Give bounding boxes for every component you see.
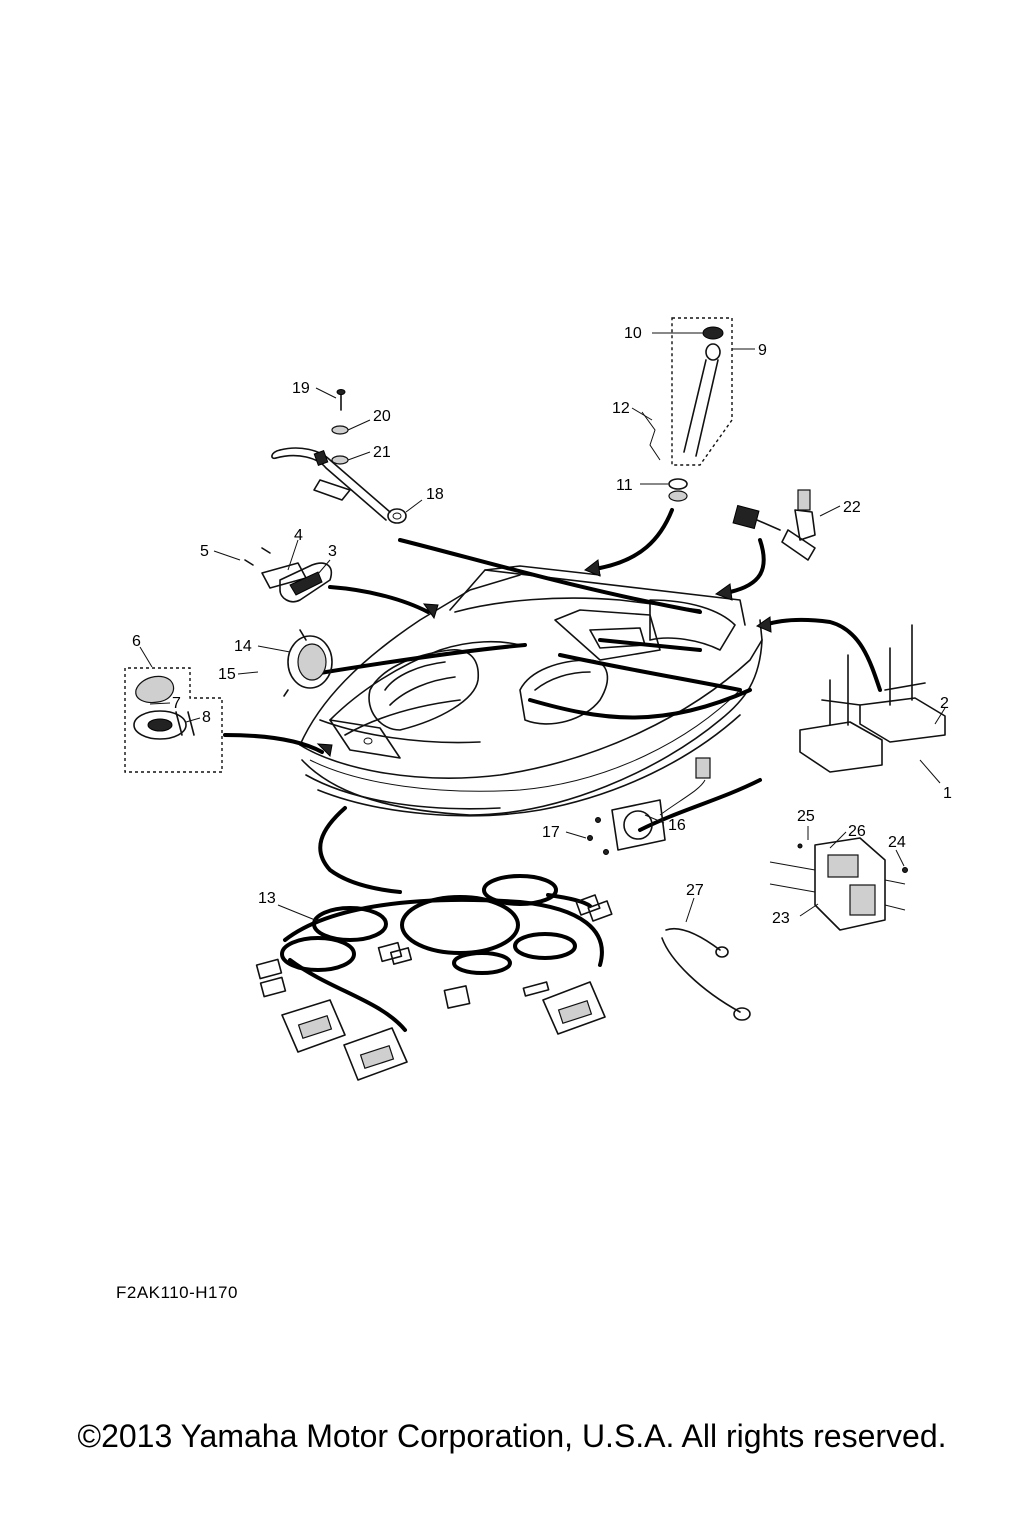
callout-20: 20	[373, 408, 391, 425]
callout-25: 25	[797, 808, 815, 825]
part-speaker-14	[283, 629, 333, 697]
callout-16: 16	[668, 817, 686, 834]
callout-6: 6	[132, 633, 141, 650]
callout-22: 22	[843, 499, 861, 516]
callout-5: 5	[200, 543, 209, 560]
copyright-notice: ©2013 Yamaha Motor Corporation, U.S.A. A…	[77, 1418, 947, 1454]
boat-hull	[299, 565, 763, 817]
part-wire-harness-13	[255, 874, 613, 1081]
callout-9: 9	[758, 342, 767, 359]
part-filler-hose	[641, 317, 733, 502]
callout-24: 24	[888, 834, 906, 851]
callout-3: 3	[328, 543, 337, 560]
callout-13: 13	[258, 890, 276, 907]
callout-2: 2	[940, 695, 949, 712]
callout-27: 27	[686, 882, 704, 899]
callout-labels: 1 2 3 4 5 6 7 8 9 10 11 12 13 14 15 16 1…	[132, 325, 952, 927]
part-sensor-22	[732, 489, 816, 561]
callout-11: 11	[616, 477, 633, 494]
part-bolt-19	[336, 389, 346, 411]
callout-18: 18	[426, 486, 444, 503]
part-battery-trays	[799, 624, 946, 773]
part-washer-21	[331, 455, 349, 465]
part-vent-3-4	[244, 547, 332, 603]
harness-connectors	[255, 894, 613, 1081]
callout-1: 1	[943, 785, 952, 802]
callout-10: 10	[624, 325, 642, 342]
part-nav-light-group	[124, 667, 223, 773]
callout-14: 14	[234, 638, 252, 655]
part-fuse-box-23	[769, 837, 908, 931]
callout-17: 17	[542, 824, 560, 841]
callout-26: 26	[848, 823, 866, 840]
part-gauge-16	[587, 757, 711, 855]
callout-7: 7	[172, 695, 181, 712]
callout-12: 12	[612, 400, 630, 417]
part-grab-handle	[271, 447, 407, 524]
callout-19: 19	[292, 380, 310, 397]
callout-4: 4	[294, 527, 303, 544]
leader-lines	[139, 332, 946, 923]
callout-8: 8	[202, 709, 211, 726]
diagram-code: F2AK110-H170	[116, 1283, 238, 1302]
callout-15: 15	[218, 666, 236, 683]
part-cable-27	[661, 928, 751, 1021]
arrow-lines	[223, 508, 882, 894]
part-washer-20	[331, 425, 349, 435]
callout-21: 21	[373, 444, 391, 461]
callout-23: 23	[772, 910, 790, 927]
